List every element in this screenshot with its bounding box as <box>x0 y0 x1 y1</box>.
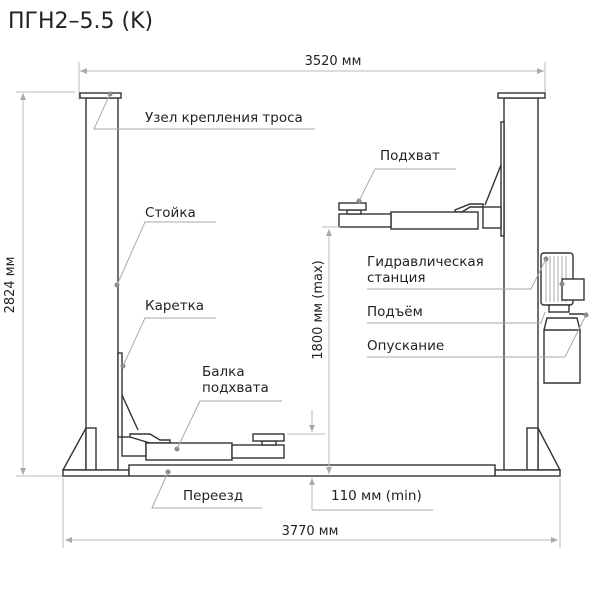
svg-text:Подъём: Подъём <box>367 304 423 320</box>
width-bottom-label: 3770 мм <box>282 524 339 539</box>
dimension-height-total: 2824 мм <box>3 91 75 477</box>
right-column <box>338 92 562 471</box>
svg-text:Стойка: Стойка <box>145 205 196 221</box>
dimension-width-top: 3520 мм <box>78 54 546 100</box>
svg-text:Переезд: Переезд <box>183 488 243 504</box>
callout-lower: Опускание <box>367 312 589 358</box>
callout-carriage: Каретка <box>120 298 216 369</box>
callout-ramp: Переезд <box>151 469 262 509</box>
svg-text:Узел крепления троса: Узел крепления троса <box>145 110 303 126</box>
svg-text:Подхват: Подхват <box>380 148 440 164</box>
svg-text:Гидравлическая: Гидравлическая <box>367 254 484 270</box>
svg-text:Балка: Балка <box>202 364 245 380</box>
dimension-min-height: 110 мм (min) <box>287 410 433 511</box>
callout-column: Стойка <box>114 205 216 288</box>
callout-raise: Подъём <box>367 281 565 324</box>
hydraulic-station <box>540 252 587 384</box>
left-column <box>61 92 285 471</box>
svg-text:станция: станция <box>367 270 425 286</box>
dimension-lift-height: 1800 мм (max) <box>311 226 340 474</box>
svg-text:подхвата: подхвата <box>202 380 269 396</box>
height-total-label: 2824 мм <box>3 257 18 314</box>
drive-over-ramp <box>62 464 561 477</box>
min-height-label: 110 мм (min) <box>331 488 422 504</box>
callout-pickup: Подхват <box>356 148 456 204</box>
svg-text:Опускание: Опускание <box>367 338 444 354</box>
callout-hydraulic-station: Гидравлическая станция <box>367 254 549 290</box>
callout-cable-mount: Узел крепления троса <box>93 91 315 130</box>
width-top-label: 3520 мм <box>305 54 362 69</box>
callout-arm: Балка подхвата <box>174 364 282 452</box>
page-title: ПГН2–5.5 (K) <box>8 9 153 34</box>
lift-height-label: 1800 мм (max) <box>311 260 326 359</box>
svg-text:Каретка: Каретка <box>145 298 204 314</box>
dimension-width-bottom: 3770 мм <box>62 478 561 548</box>
